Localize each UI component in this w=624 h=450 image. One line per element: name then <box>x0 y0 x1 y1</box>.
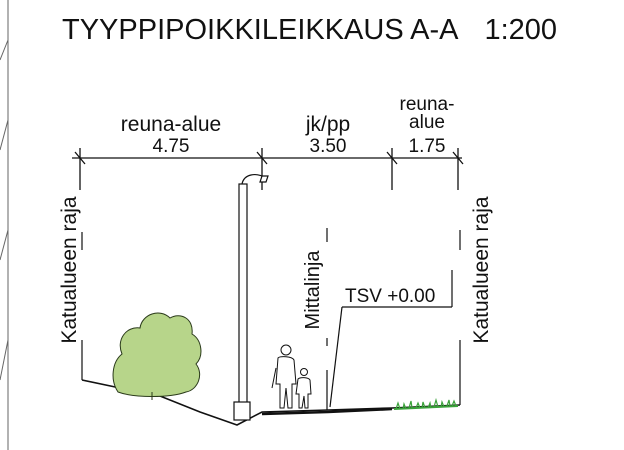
title-text: TYYPPIPOIKKILEIKKAUS A-A <box>62 14 459 46</box>
segment-width-1: 4.75 <box>153 136 190 157</box>
pavement-surface <box>261 407 393 416</box>
segment-label-1: reuna-alue <box>121 113 221 136</box>
street-lamp-icon <box>233 174 269 421</box>
boundary-label-left: Katualueen raja <box>58 196 81 343</box>
segment-width-2: 3.50 <box>310 136 347 157</box>
boundary-lines <box>81 230 461 405</box>
pedestrians-icon <box>271 344 312 409</box>
boundary-label-right: Katualueen raja <box>470 196 493 343</box>
title-scale: 1:200 <box>484 14 558 46</box>
measure-line-label: Mittalinja <box>302 250 324 330</box>
shrub-icon <box>112 312 202 400</box>
level-label: TSV +0.00 <box>345 286 435 307</box>
level-marker <box>329 270 453 408</box>
segment-label-2: jk/pp <box>305 113 350 136</box>
segment-label-3b: alue <box>409 112 445 133</box>
grass-icon <box>393 397 459 410</box>
segment-label-3a: reuna- <box>400 94 455 115</box>
drawing-title: TYYPPIPOIKKILEIKKAUS A-A 1:200 <box>62 14 557 47</box>
dimension-line <box>72 148 464 190</box>
segment-width-3: 1.75 <box>409 136 446 157</box>
sheet-edge-lines <box>0 0 9 450</box>
